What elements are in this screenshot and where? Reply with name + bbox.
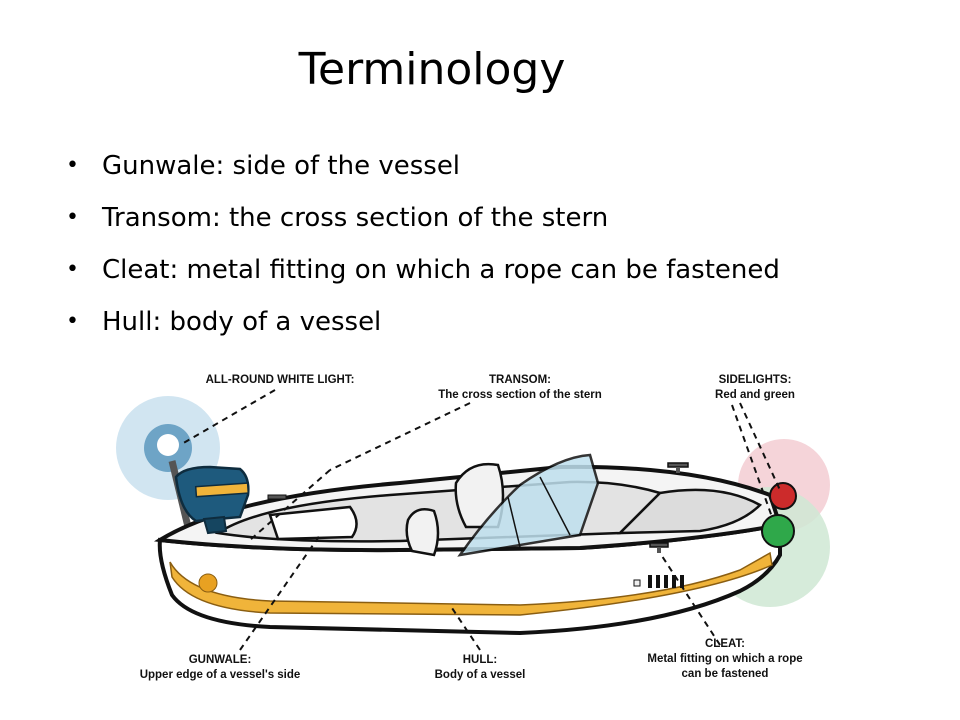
windshield	[457, 453, 600, 557]
bullet-glyph: •	[66, 257, 79, 282]
bullet-glyph: •	[66, 309, 79, 334]
hull-vents	[633, 575, 684, 588]
callout-hull: HULL: Body of a vessel	[434, 654, 526, 681]
leader-gunwale	[239, 534, 321, 651]
cleat-side	[649, 542, 669, 553]
green-sidelight-icon	[761, 514, 795, 548]
cleat-aft	[267, 494, 287, 500]
callout-sidelights: SIDELIGHTS: Red and green	[715, 374, 795, 401]
callout-all-round-light: ALL-ROUND WHITE LIGHT:	[205, 374, 355, 386]
bullet-glyph: •	[66, 205, 79, 230]
boat-diagram: ALL-ROUND WHITE LIGHT: TRANSOM: The cros…	[100, 365, 860, 705]
cleat-bow	[667, 462, 689, 473]
stripe-circle	[198, 573, 218, 593]
bullet-item-transom: •Transom: the cross section of the stern	[66, 192, 780, 244]
motor-shaft	[202, 515, 228, 535]
boat-illustration	[116, 389, 830, 651]
bullet-item-cleat: •Cleat: metal fitting on which a rope ca…	[66, 244, 780, 296]
bullet-item-gunwale: •Gunwale: side of the vessel	[66, 140, 780, 192]
white-light-bulb	[157, 434, 179, 456]
callout-cleat: CLEAT: Metal fitting on which a rope can…	[647, 638, 803, 680]
bullet-glyph: •	[66, 153, 79, 178]
bullet-list: •Gunwale: side of the vessel •Transom: t…	[66, 140, 780, 348]
slide-title: Terminology	[298, 44, 566, 95]
leader-transom	[329, 402, 471, 471]
bow-deck	[616, 488, 763, 535]
callout-transom: TRANSOM: The cross section of the stern	[438, 374, 602, 401]
hull-stripe	[169, 551, 773, 616]
callout-gunwale: GUNWALE: Upper edge of a vessel's side	[139, 654, 301, 681]
bullet-item-hull: •Hull: body of a vessel	[66, 296, 780, 348]
motor-band	[194, 482, 250, 498]
rear-bench	[268, 505, 358, 541]
leader-lines	[179, 389, 781, 651]
leader-sidelight-red	[739, 402, 781, 491]
seat-back-2	[405, 508, 440, 557]
red-sidelight-icon	[769, 482, 797, 510]
leader-white-light	[179, 389, 276, 446]
leader-sidelight-green	[731, 404, 773, 518]
leader-transom-low	[249, 469, 331, 541]
leader-hull	[449, 604, 481, 651]
seat-back-1	[454, 462, 505, 529]
leader-cleat	[659, 552, 721, 646]
